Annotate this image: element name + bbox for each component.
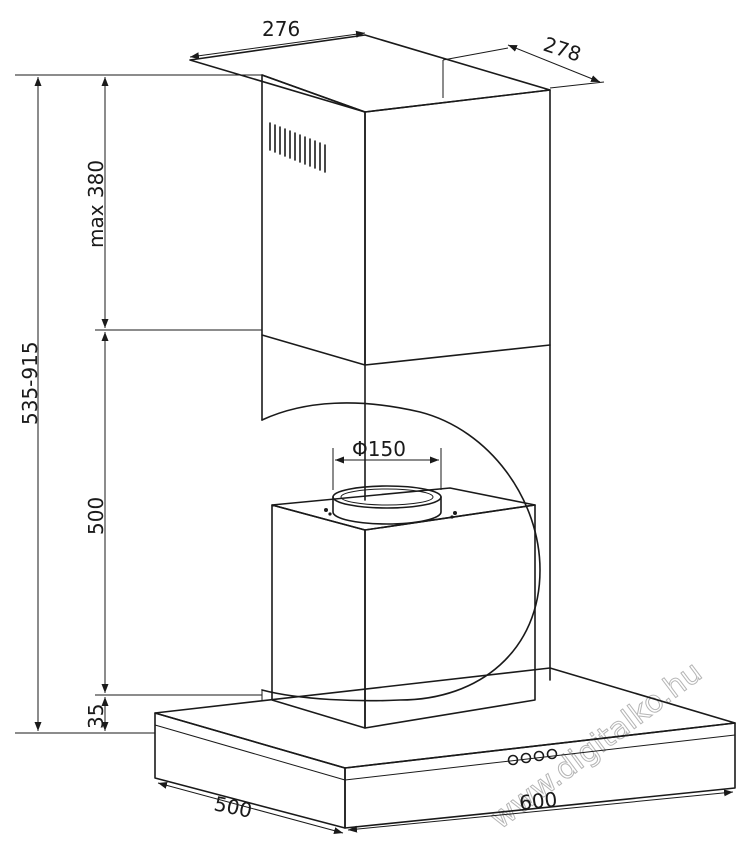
canopy-front xyxy=(344,722,736,829)
vent-slots-icon xyxy=(269,122,326,173)
duct-collar xyxy=(332,485,442,525)
knob-icon xyxy=(533,750,545,762)
label-top-width: 276 xyxy=(262,17,300,41)
chimney-lower xyxy=(261,334,551,681)
label-hood-depth: 500 xyxy=(212,791,254,822)
chimney-left-face xyxy=(261,74,366,366)
knob-icon xyxy=(546,748,558,760)
label-base-height: 35 xyxy=(84,704,108,729)
label-duct-diameter: Φ150 xyxy=(352,437,406,461)
label-lower-height: 500 xyxy=(84,497,108,535)
motor-box xyxy=(271,487,536,729)
label-chimney-height: max 380 xyxy=(84,160,108,248)
knob-icon xyxy=(507,754,519,766)
label-top-depth: 278 xyxy=(540,32,584,67)
control-knobs xyxy=(507,748,558,766)
chimney-right-face xyxy=(364,89,551,366)
label-hood-width: 600 xyxy=(518,787,558,815)
knob-icon xyxy=(520,752,532,764)
label-total-height: 535-915 xyxy=(18,341,42,425)
chimney-top-face xyxy=(189,34,551,113)
dimension-lines xyxy=(15,30,734,835)
chimney-upper xyxy=(189,34,551,366)
motor-box-right xyxy=(364,504,536,729)
cutaway-outline xyxy=(261,402,541,702)
